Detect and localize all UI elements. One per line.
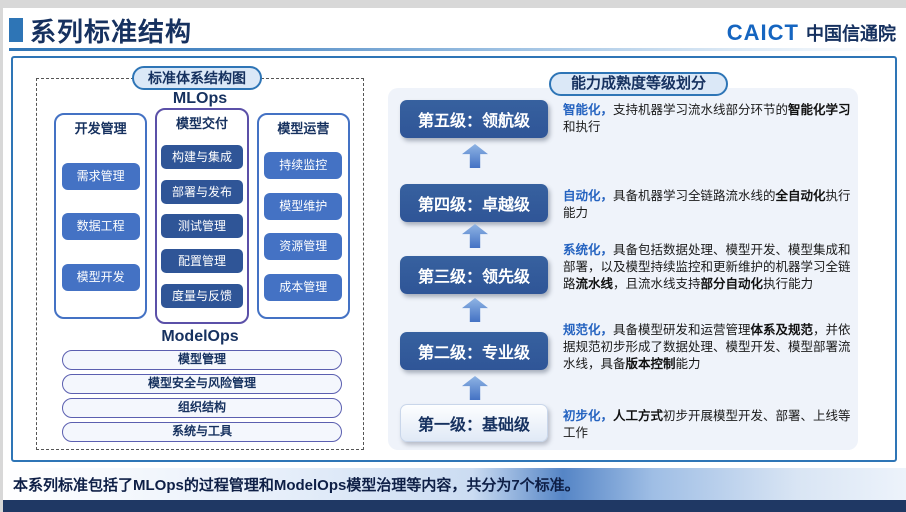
maturity-badge: 能力成熟度等级划分 bbox=[549, 72, 729, 96]
mlops-item: 需求管理 bbox=[61, 162, 140, 190]
group-items: 构建与集成 部署与发布 测试管理 配置管理 度量与反馈 bbox=[157, 134, 246, 322]
caict-logo-cn-text: 中国信通院 bbox=[806, 24, 896, 44]
page-title: 系列标准结构 bbox=[30, 17, 193, 47]
architecture-badge: 标准体系结构图 bbox=[132, 66, 262, 90]
group-items: 需求管理 数据工程 模型开发 bbox=[56, 139, 145, 317]
mlops-item: 成本管理 bbox=[264, 273, 343, 301]
modelops-bar: 组织结构 bbox=[62, 398, 342, 418]
maturity-level-1-description: 初步化，人工方式初步开展模型开发、部署、上线等工作 bbox=[563, 409, 851, 440]
caict-logo: CAICT 中国信通院 bbox=[727, 20, 896, 46]
caict-logo-text: CAICT bbox=[726, 20, 799, 45]
mlops-item: 测试管理 bbox=[160, 214, 243, 239]
model-delivery-group: 模型交付 构建与集成 部署与发布 测试管理 配置管理 度量与反馈 bbox=[155, 108, 249, 324]
title-divider bbox=[9, 48, 904, 51]
group-items: 持续监控 模型维护 资源管理 成本管理 bbox=[259, 139, 348, 317]
group-title: 开发管理 bbox=[74, 121, 127, 136]
mlops-columns: 开发管理 需求管理 数据工程 模型开发 模型交付 构建与集成 部署与发布 测试管… bbox=[54, 108, 350, 324]
mlops-heading: MLOps bbox=[172, 90, 228, 107]
mlops-item: 模型开发 bbox=[61, 263, 140, 291]
mlops-item: 数据工程 bbox=[61, 213, 140, 240]
modelops-bar: 模型管理 bbox=[62, 350, 342, 370]
maturity-level-2-description: 规范化，具备模型研发和运营管理体系及规范，并依据规范初步形成了数据处理、模型开发… bbox=[563, 323, 851, 371]
maturity-level-2-button: 第二级：专业级 bbox=[400, 332, 548, 370]
mlops-item: 持续监控 bbox=[264, 152, 343, 180]
maturity-level-5-button: 第五级：领航级 bbox=[400, 100, 548, 138]
mlops-item: 模型维护 bbox=[264, 192, 343, 220]
mlops-item: 资源管理 bbox=[264, 233, 343, 261]
footer-band: 本系列标准包括了MLOps的过程管理和ModelOps模型治理等内容，共分为7个… bbox=[3, 468, 906, 500]
bottom-bar bbox=[3, 500, 906, 512]
content-frame bbox=[11, 56, 897, 462]
modelops-bar: 模型安全与风险管理 bbox=[62, 374, 342, 394]
modelops-heading: ModelOps bbox=[161, 328, 239, 345]
group-title: 模型交付 bbox=[175, 116, 228, 131]
maturity-level-5-description: 智能化，支持机器学习流水线部分环节的智能化学习和执行 bbox=[563, 103, 851, 134]
maturity-level-3-description: 系统化，具备包括数据处理、模型开发、模型集成和部署，以及模型持续监控和更新维护的… bbox=[563, 243, 851, 291]
slide: 系列标准结构 CAICT 中国信通院 标准体系结构图 MLOps 开发管理 需求… bbox=[3, 8, 906, 512]
maturity-level-1-button: 第一级：基础级 bbox=[400, 404, 548, 442]
mlops-item: 度量与反馈 bbox=[160, 284, 243, 309]
maturity-level-4-description: 自动化，具备机器学习全链路流水线的全自动化执行能力 bbox=[563, 189, 851, 220]
mlops-item: 构建与集成 bbox=[160, 144, 243, 169]
maturity-level-4-button: 第四级：卓越级 bbox=[400, 184, 548, 222]
maturity-level-3-button: 第三级：领先级 bbox=[400, 256, 548, 294]
modelops-bar: 系统与工具 bbox=[62, 422, 342, 442]
group-title: 模型运营 bbox=[277, 121, 330, 136]
title-bullet-icon bbox=[9, 18, 23, 42]
footer-text: 本系列标准包括了MLOps的过程管理和ModelOps模型治理等内容，共分为7个… bbox=[13, 476, 580, 494]
dev-management-group: 开发管理 需求管理 数据工程 模型开发 bbox=[54, 113, 148, 319]
mlops-item: 配置管理 bbox=[160, 249, 243, 274]
mlops-item: 部署与发布 bbox=[160, 179, 243, 204]
model-operations-group: 模型运营 持续监控 模型维护 资源管理 成本管理 bbox=[256, 113, 350, 319]
